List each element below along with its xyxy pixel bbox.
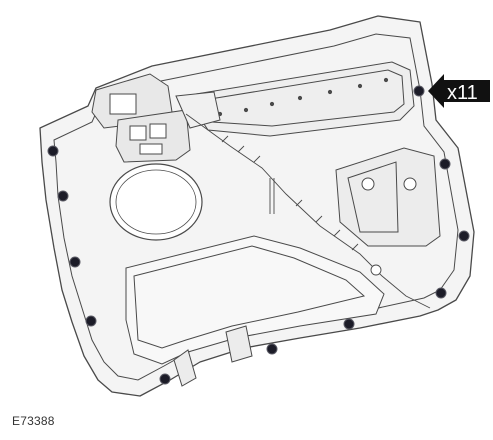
wiring-harness [185,113,431,309]
clip-10 [439,158,451,170]
callout-x11: x11 [428,74,490,108]
figure-reference-id: E73388 [12,414,55,428]
clip-4 [85,315,97,327]
clip-7 [343,318,355,330]
map-pocket [125,235,385,365]
armrest-panel [195,61,415,137]
speaker-recess [109,163,203,241]
callout-label: x11 [447,82,478,104]
handle-bracket [91,73,221,163]
clip-2 [57,190,69,202]
clip-6 [266,343,278,355]
lower-pull-handles [173,325,253,387]
clip-9 [458,230,470,242]
retaining-clips [47,85,470,385]
clip-8 [435,287,447,299]
clip-3 [69,256,81,268]
arrow-left-icon [428,74,490,108]
clip-11 [413,85,425,97]
clip-5 [159,373,171,385]
rear-module-bracket [335,147,441,247]
clip-1 [47,145,59,157]
